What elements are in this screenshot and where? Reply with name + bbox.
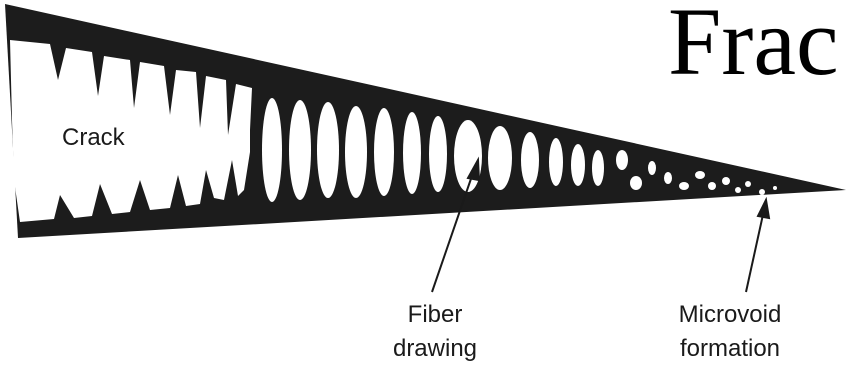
void: [262, 98, 282, 202]
void: [571, 144, 585, 186]
void: [429, 116, 447, 192]
void: [521, 132, 539, 188]
void: [289, 100, 311, 200]
microvoid-arrowhead: [758, 200, 769, 218]
slide-title-fragment: Frac: [668, 0, 839, 90]
microvoid: [745, 181, 751, 187]
fiber-drawing-label-line2: drawing: [380, 333, 490, 365]
microvoid: [722, 177, 730, 185]
microvoid: [695, 171, 705, 179]
void: [317, 102, 339, 198]
microvoid: [773, 186, 777, 190]
microvoid: [735, 187, 741, 193]
void: [488, 126, 512, 190]
microvoid-arrow: [746, 210, 764, 292]
microvoid: [648, 161, 656, 175]
fiber-drawing-label-line1: Fiber: [380, 299, 490, 331]
void: [345, 106, 367, 198]
microvoid: [759, 189, 765, 195]
void: [549, 138, 563, 186]
microvoid: [616, 150, 628, 170]
microvoid-label-line1: Microvoid: [665, 299, 795, 331]
crack-label: Crack: [62, 122, 125, 154]
void: [454, 120, 482, 192]
void: [374, 108, 394, 196]
microvoid: [708, 182, 716, 190]
void: [403, 112, 421, 194]
microvoid: [679, 182, 689, 190]
microvoid: [664, 172, 672, 184]
microvoid: [630, 176, 642, 190]
microvoid-label-line2: formation: [665, 333, 795, 365]
void: [592, 150, 604, 186]
